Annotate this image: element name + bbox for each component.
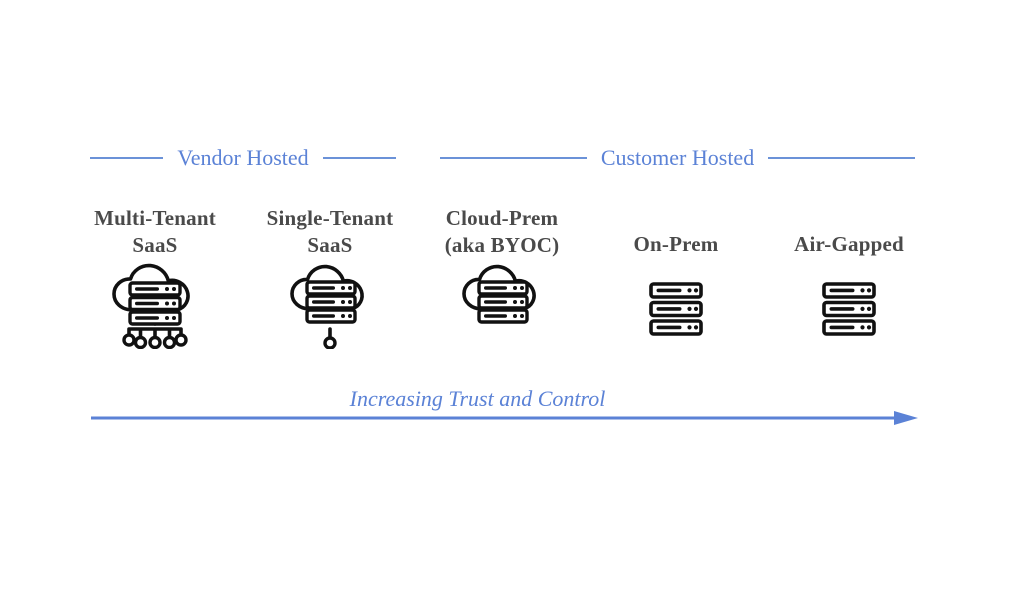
column-heading-line2: SaaS <box>132 233 178 257</box>
column-heading-line1: Cloud-Prem <box>445 206 559 230</box>
column-cloud-prem-byoc: Cloud-Prem (aka BYOC) <box>407 205 597 353</box>
section-band-customer-hosted: Customer Hosted <box>440 142 916 174</box>
server-units <box>305 280 357 324</box>
column-heading-cloud-prem-byoc: Cloud-Prem (aka BYOC) <box>407 205 597 263</box>
column-heading-line1: Air-Gapped <box>794 232 904 256</box>
column-heading-line2: (aka BYOC) <box>444 233 560 257</box>
cloud-server-icon <box>462 264 536 324</box>
column-heading-single-tenant-saas: Single-Tenant SaaS <box>235 205 425 263</box>
server-units <box>649 282 703 336</box>
column-heading-line1: Single-Tenant <box>266 206 394 230</box>
cloud-server-single-node-icon <box>290 264 364 349</box>
section-band-vendor-hosted: Vendor Hosted <box>90 142 396 174</box>
icon-wrap-multi-tenant-saas <box>60 263 250 353</box>
server-units <box>477 280 529 324</box>
icon-wrap-air-gapped <box>754 263 944 355</box>
arrowhead <box>894 411 918 425</box>
column-single-tenant-saas: Single-Tenant SaaS <box>235 205 425 353</box>
section-rule-right <box>322 157 396 159</box>
server-rack-icon <box>822 282 876 336</box>
icon-wrap-single-tenant-saas <box>235 263 425 353</box>
section-label-vendor-hosted: Vendor Hosted <box>177 145 309 170</box>
server-units <box>822 282 876 336</box>
column-on-prem: On-Prem <box>581 205 771 355</box>
increasing-trust-arrow <box>91 411 918 425</box>
icon-wrap-on-prem <box>581 263 771 355</box>
section-label-customer-hosted: Customer Hosted <box>600 145 755 170</box>
column-heading-line1: On-Prem <box>633 232 719 256</box>
section-rule-left <box>440 157 587 159</box>
network-nodes <box>122 333 188 349</box>
column-heading-air-gapped: Air-Gapped <box>754 205 944 263</box>
server-rack-icon <box>649 282 703 336</box>
cloud-server-network-icon <box>112 263 190 349</box>
column-multi-tenant-saas: Multi-Tenant SaaS <box>60 205 250 353</box>
column-heading-line2: SaaS <box>307 233 353 257</box>
section-rule-left <box>90 157 164 159</box>
axis-caption: Increasing Trust and Control <box>349 386 606 411</box>
column-heading-line1: Multi-Tenant <box>94 206 216 230</box>
icon-wrap-cloud-prem-byoc <box>407 263 597 353</box>
server-units <box>128 281 182 326</box>
network-node <box>323 336 337 349</box>
column-heading-multi-tenant-saas: Multi-Tenant SaaS <box>60 205 250 263</box>
column-air-gapped: Air-Gapped <box>754 205 944 355</box>
column-heading-on-prem: On-Prem <box>581 205 771 263</box>
section-rule-right <box>768 157 916 159</box>
